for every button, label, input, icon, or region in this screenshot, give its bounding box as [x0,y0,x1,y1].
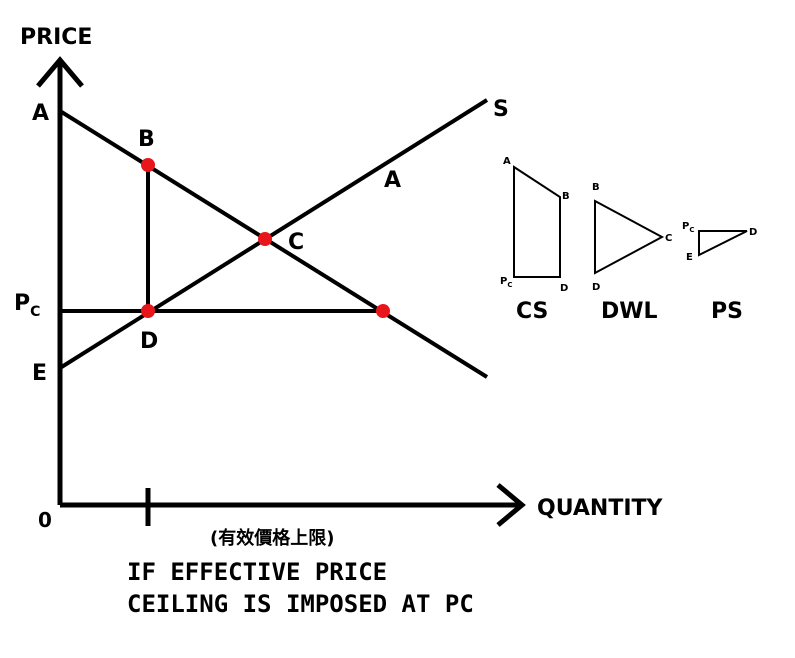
y-axis-arrowhead [36,56,84,88]
label-a: A [32,101,49,126]
point-b-dot [141,158,155,172]
x-axis-label: QUANTITY [537,496,664,521]
ps-triangle [698,230,748,257]
point-d-dot [141,304,155,318]
cs-vertex-a: A [503,156,511,167]
demand-curve [58,109,489,379]
label-s: S [493,97,509,122]
label-d: D [140,329,158,354]
ps-vertex-pc-main: P [682,221,689,232]
label-pc: PC [14,291,40,320]
dwl-vertex-b: B [592,182,600,193]
label-pc-sub: C [30,304,40,320]
dwl-vertex-c: C [665,233,672,244]
cs-vertex-pc-sub: C [507,281,512,289]
cs-vertex-d: D [560,283,568,294]
cs-trapezoid [513,165,561,278]
label-b: B [138,127,155,152]
chinese-caption: (有效價格上限) [210,527,334,549]
dwl-vertex-d: D [592,282,600,293]
origin-label: 0 [38,508,52,532]
cs-label: CS [516,299,548,324]
label-e: E [32,361,47,386]
ps-vertex-pc-sub: C [689,226,694,234]
quantity-demanded-dot [376,304,390,318]
dwl-triangle [594,199,665,275]
y-axis-label: PRICE [20,25,92,50]
ps-vertex-e: E [686,252,693,263]
x-axis-arrowhead [496,483,526,527]
supply-curve [58,98,489,370]
cs-vertex-pc-main: P [500,276,507,287]
point-c-dot [258,232,272,246]
ps-label: PS [711,299,743,324]
ps-vertex-pc: PC [682,221,694,234]
ps-vertex-d: D [749,227,757,238]
caption-line-1: IF EFFECTIVE PRICE [127,558,387,586]
label-a-supply: A [384,168,401,193]
label-pc-main: P [14,291,30,316]
label-c: C [288,230,304,255]
dwl-label: DWL [601,299,658,324]
caption-line-2: CEILING IS IMPOSED AT PC [127,590,474,618]
cs-vertex-pc: PC [500,276,512,289]
cs-vertex-b: B [562,191,570,202]
